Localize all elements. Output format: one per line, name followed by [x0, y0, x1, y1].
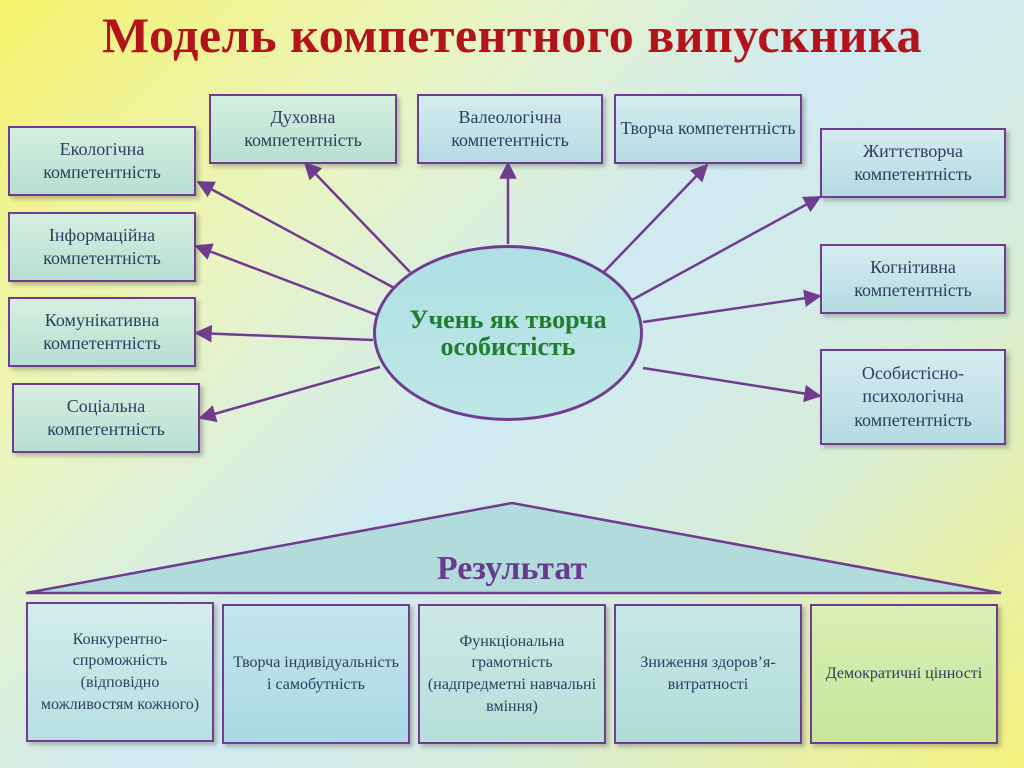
- result-label: Результат: [436, 550, 588, 587]
- box-ecological: Екологічна компетентність: [8, 126, 196, 196]
- box-spiritual: Духовна компетентність: [209, 94, 397, 164]
- arrow-ecological: [196, 180, 399, 292]
- center-ellipse: Учень як творча особистість: [373, 245, 643, 421]
- box-informational: Інформаційна компетентність: [8, 212, 196, 282]
- arrow-personal: [642, 366, 822, 403]
- arrow-spiritual: [303, 161, 411, 273]
- arrow-social: [198, 365, 381, 423]
- result-box: Демократичні цінності: [810, 604, 998, 744]
- box-personal: Особистісно-психологічна компетентність: [820, 349, 1006, 445]
- result-box: Функціональна грамотність (надпредметні …: [418, 604, 606, 744]
- box-communicative: Комунікативна компетентність: [8, 297, 196, 367]
- center-label: Учень як творча особистість: [409, 304, 607, 361]
- arrow-creative: [603, 163, 709, 273]
- box-creative: Творча компетентність: [614, 94, 802, 164]
- arrow-cognitive: [642, 289, 822, 324]
- page-title: Модель компетентного випускника: [102, 7, 922, 63]
- result-box: Зниження здоров’я-витратності: [614, 604, 802, 744]
- arrow-informational: [194, 243, 386, 320]
- arrow-communicative: [194, 324, 374, 343]
- result-box: Конкурентно-спроможність (відповідно мож…: [26, 602, 214, 742]
- box-life-creative: Життєтворча компетентність: [820, 128, 1006, 198]
- result-roof: [25, 501, 1002, 595]
- box-social: Соціальна компетентність: [12, 383, 200, 453]
- box-cognitive: Когнітивна компетентність: [820, 244, 1006, 314]
- arrow-life-creative: [631, 195, 822, 302]
- box-valeological: Валеологічна компетентність: [417, 94, 603, 164]
- result-box: Творча індивідуальність і самобутність: [222, 604, 410, 744]
